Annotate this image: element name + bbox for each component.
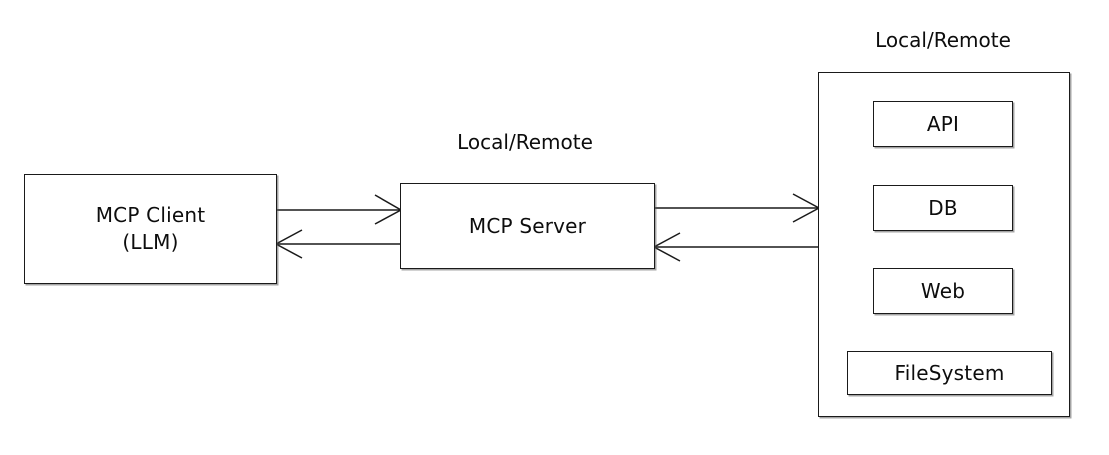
arrow-server-to-resources — [655, 193, 821, 223]
resources-transport-label: Local/Remote — [875, 28, 1011, 52]
resource-label-filesystem: FileSystem — [894, 360, 1005, 385]
mcp-client-label-line1: MCP Client — [95, 203, 206, 227]
mcp-server-node[interactable]: MCP Server — [400, 183, 655, 269]
resource-node-web[interactable]: Web — [873, 268, 1013, 314]
mcp-server-label: MCP Server — [468, 213, 587, 238]
resource-label-web: Web — [920, 278, 966, 303]
mcp-client-node[interactable]: MCP Client (LLM) — [24, 174, 277, 284]
resource-label-db: DB — [928, 195, 958, 220]
resource-node-api[interactable]: API — [873, 101, 1013, 147]
arrow-client-to-server — [277, 194, 403, 225]
resource-label-api: API — [926, 111, 960, 136]
resource-node-db[interactable]: DB — [873, 185, 1013, 231]
resource-node-filesystem[interactable]: FileSystem — [847, 351, 1052, 395]
arrow-resources-to-server — [652, 232, 818, 262]
mcp-client-label-line2: (LLM) — [122, 230, 179, 254]
arrow-server-to-client — [274, 229, 400, 259]
server-transport-label: Local/Remote — [457, 130, 593, 154]
